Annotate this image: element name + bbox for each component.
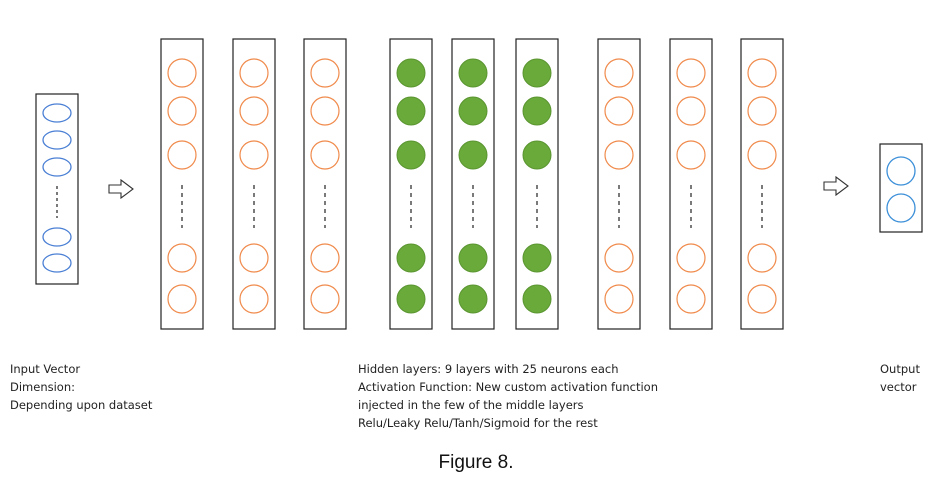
hidden-layer bbox=[515, 38, 559, 330]
standard-neuron bbox=[167, 140, 197, 170]
output-caption-line: vector bbox=[880, 380, 917, 394]
output-caption-line: Output bbox=[880, 362, 920, 376]
hidden-caption-line: injected in the few of the middle layers bbox=[358, 398, 584, 412]
input-neuron bbox=[42, 103, 72, 123]
standard-neuron bbox=[239, 243, 269, 273]
hidden-layers bbox=[160, 38, 784, 330]
standard-neuron bbox=[747, 140, 777, 170]
figure-caption: Figure 8. bbox=[438, 452, 514, 473]
standard-neuron bbox=[167, 96, 197, 126]
standard-neuron bbox=[167, 284, 197, 314]
arrow-shape bbox=[823, 175, 849, 197]
custom-neuron bbox=[458, 284, 488, 314]
custom-neuron bbox=[458, 243, 488, 273]
input-layer bbox=[35, 93, 79, 285]
hidden-layer bbox=[740, 38, 784, 330]
hidden-layer bbox=[389, 38, 433, 330]
custom-neuron bbox=[396, 96, 426, 126]
standard-neuron bbox=[676, 284, 706, 314]
custom-neuron bbox=[396, 58, 426, 88]
standard-neuron bbox=[676, 243, 706, 273]
custom-neuron bbox=[458, 140, 488, 170]
standard-neuron bbox=[747, 284, 777, 314]
hidden-caption: Hidden layers: 9 layers with 25 neurons … bbox=[358, 360, 658, 432]
custom-neuron bbox=[396, 140, 426, 170]
output-layer-box bbox=[879, 143, 923, 233]
input-neuron bbox=[42, 227, 72, 247]
standard-neuron bbox=[604, 96, 634, 126]
hidden-layer bbox=[303, 38, 347, 330]
standard-neuron bbox=[604, 140, 634, 170]
hidden-layer-box bbox=[232, 38, 276, 330]
custom-neuron bbox=[458, 96, 488, 126]
output-neuron bbox=[886, 193, 916, 223]
standard-neuron bbox=[747, 58, 777, 88]
hidden-layer bbox=[669, 38, 713, 330]
custom-neuron bbox=[396, 284, 426, 314]
input-neuron bbox=[42, 253, 72, 273]
output-layer bbox=[879, 143, 923, 233]
input-neuron bbox=[42, 130, 72, 150]
standard-neuron bbox=[239, 96, 269, 126]
standard-neuron bbox=[167, 58, 197, 88]
standard-neuron bbox=[676, 140, 706, 170]
hidden-caption-line: Activation Function: New custom activati… bbox=[358, 380, 659, 394]
hidden-caption-line: Relu/Leaky Relu/Tanh/Sigmoid for the res… bbox=[358, 416, 598, 430]
custom-neuron bbox=[522, 58, 552, 88]
custom-neuron bbox=[458, 58, 488, 88]
standard-neuron bbox=[239, 140, 269, 170]
hidden-layer bbox=[232, 38, 276, 330]
custom-neuron bbox=[522, 243, 552, 273]
standard-neuron bbox=[167, 243, 197, 273]
custom-neuron bbox=[522, 140, 552, 170]
hidden-layer bbox=[451, 38, 495, 330]
standard-neuron bbox=[310, 140, 340, 170]
output-neuron bbox=[886, 156, 916, 186]
standard-neuron bbox=[239, 58, 269, 88]
standard-neuron bbox=[310, 243, 340, 273]
input-neuron bbox=[42, 157, 72, 177]
custom-neuron bbox=[396, 243, 426, 273]
standard-neuron bbox=[747, 243, 777, 273]
arrow-right-icon bbox=[823, 175, 849, 197]
custom-neuron bbox=[522, 96, 552, 126]
standard-neuron bbox=[676, 58, 706, 88]
input-caption-line: Dimension: bbox=[10, 380, 76, 394]
standard-neuron bbox=[604, 284, 634, 314]
standard-neuron bbox=[310, 284, 340, 314]
hidden-caption-line: Hidden layers: 9 layers with 25 neurons … bbox=[358, 362, 619, 376]
arrow-shape bbox=[108, 178, 134, 200]
standard-neuron bbox=[310, 58, 340, 88]
standard-neuron bbox=[604, 243, 634, 273]
standard-neuron bbox=[310, 96, 340, 126]
standard-neuron bbox=[604, 58, 634, 88]
input-caption: Input Vector Dimension: Depending upon d… bbox=[10, 360, 152, 414]
standard-neuron bbox=[747, 96, 777, 126]
custom-neuron bbox=[522, 284, 552, 314]
input-caption-line: Input Vector bbox=[10, 362, 81, 376]
standard-neuron bbox=[676, 96, 706, 126]
hidden-layer bbox=[597, 38, 641, 330]
hidden-layer bbox=[160, 38, 204, 330]
arrow-right-icon bbox=[108, 178, 134, 200]
output-caption: Output vector bbox=[880, 360, 920, 396]
standard-neuron bbox=[239, 284, 269, 314]
input-caption-line: Depending upon dataset bbox=[10, 398, 153, 412]
